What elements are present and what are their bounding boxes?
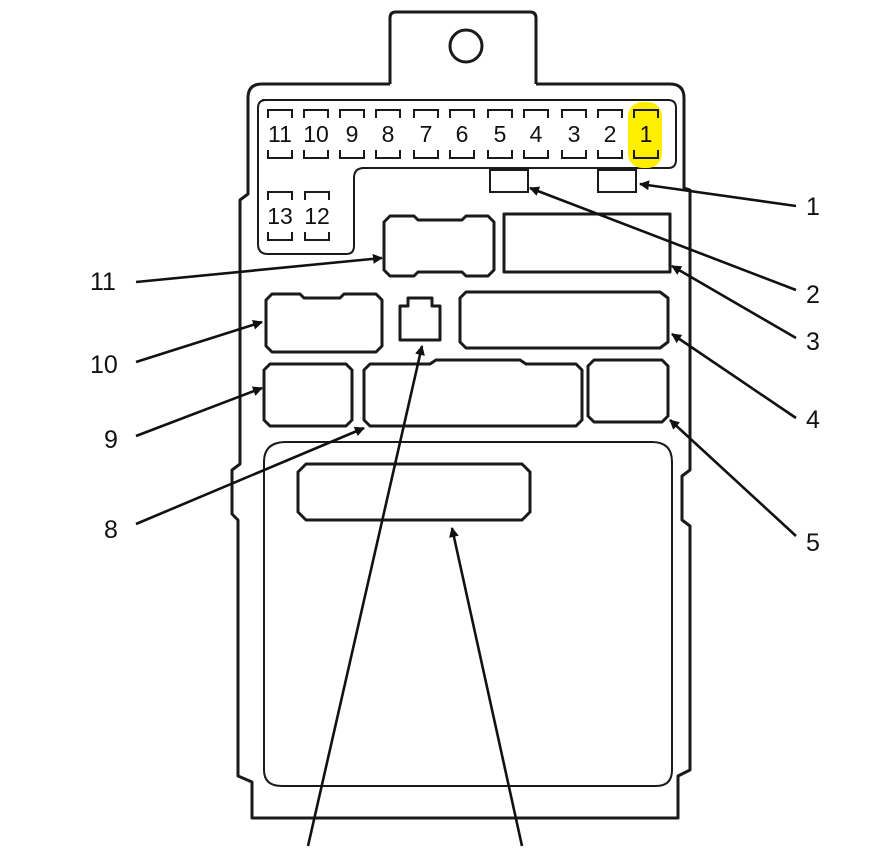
- connector-lower: [296, 462, 532, 522]
- callout-11: 11: [90, 268, 116, 296]
- leader-5: [669, 419, 797, 537]
- leader-bottom-right: [449, 527, 524, 847]
- fuse-11: 11: [267, 109, 293, 159]
- leader-1: [639, 180, 797, 208]
- fuse-8: 8: [375, 109, 401, 159]
- leader-10: [135, 319, 263, 364]
- fuse-7: 7: [413, 109, 439, 159]
- fuse-10: 10: [303, 109, 329, 159]
- connector-10: [264, 292, 384, 354]
- fuse-label: 12: [304, 203, 330, 229]
- fuse-label: 5: [494, 121, 507, 147]
- callout-1: 1: [806, 193, 820, 221]
- connector-3: [502, 212, 672, 274]
- fuse-1-highlight: [628, 102, 662, 168]
- fuse-bracket: [523, 109, 549, 159]
- fuse-label: 7: [420, 121, 433, 147]
- relay-small-1: [597, 169, 637, 193]
- callout-10: 10: [90, 351, 118, 379]
- connector-4: [458, 290, 670, 350]
- connector-9: [262, 362, 354, 428]
- fuse-label: 10: [303, 121, 329, 147]
- callout-8: 8: [104, 516, 118, 544]
- fuse-bracket: [561, 109, 587, 159]
- callouts-left: 11 10 9 8: [90, 268, 118, 544]
- connector-5: [586, 358, 670, 424]
- callout-5: 5: [806, 529, 820, 557]
- fuse-bracket: [597, 109, 623, 159]
- fuse-bracket: [633, 109, 659, 159]
- connector-8: [362, 358, 584, 428]
- fuse-5: 5: [487, 109, 513, 159]
- fuse-label: 4: [530, 121, 543, 147]
- fuse-label: 11: [268, 121, 292, 147]
- fuse-bracket: [449, 109, 475, 159]
- callouts-right: 1 2 3 4 5: [806, 193, 820, 557]
- fuse-9: 9: [339, 109, 365, 159]
- fuse-box-housing: [230, 82, 692, 820]
- callout-3: 3: [806, 328, 820, 356]
- relay-small-2: [489, 169, 529, 193]
- callout-4: 4: [806, 406, 820, 434]
- fuse-label: 6: [456, 121, 469, 147]
- fuse-bracket: [267, 109, 293, 159]
- fuse-lower-13: 13: [267, 191, 293, 241]
- fuse-2: 2: [597, 109, 623, 159]
- fuse-1: 1: [633, 109, 659, 159]
- fuse-bracket: [339, 109, 365, 159]
- fuse-3: 3: [561, 109, 587, 159]
- leader-11: [135, 253, 383, 284]
- leader-3: [671, 264, 797, 340]
- fuse-6: 6: [449, 109, 475, 159]
- fuse-bracket: [267, 191, 293, 241]
- leader-9: [135, 386, 263, 438]
- fuse-4: 4: [523, 109, 549, 159]
- leader-2: [529, 186, 797, 292]
- fuse-bracket: [413, 109, 439, 159]
- callout-9: 9: [104, 426, 118, 454]
- leader-8: [135, 426, 365, 526]
- fuse-bracket: [304, 191, 330, 241]
- fuse-bracket: [487, 109, 513, 159]
- fuse-bracket: [303, 109, 329, 159]
- mounting-hole: [448, 28, 484, 64]
- mounting-tab: [388, 10, 538, 84]
- leader-bottom-left: [306, 345, 425, 847]
- fuse-label: 9: [346, 121, 359, 147]
- fuse-lower-12: 12: [304, 191, 330, 241]
- fuse-label: 1: [640, 121, 653, 147]
- fuse-label: 3: [568, 121, 581, 147]
- fuse-label: 8: [382, 121, 395, 147]
- leader-4: [671, 332, 797, 420]
- leader-lines: [135, 180, 797, 847]
- fuse-label: 13: [267, 203, 293, 229]
- fuse-bracket: [375, 109, 401, 159]
- fuse-label: 2: [604, 121, 617, 147]
- callout-2: 2: [806, 281, 820, 309]
- connector-small-center: [398, 296, 442, 342]
- fuse-row-lower: 13 12: [267, 191, 330, 241]
- connector-11: [382, 214, 496, 278]
